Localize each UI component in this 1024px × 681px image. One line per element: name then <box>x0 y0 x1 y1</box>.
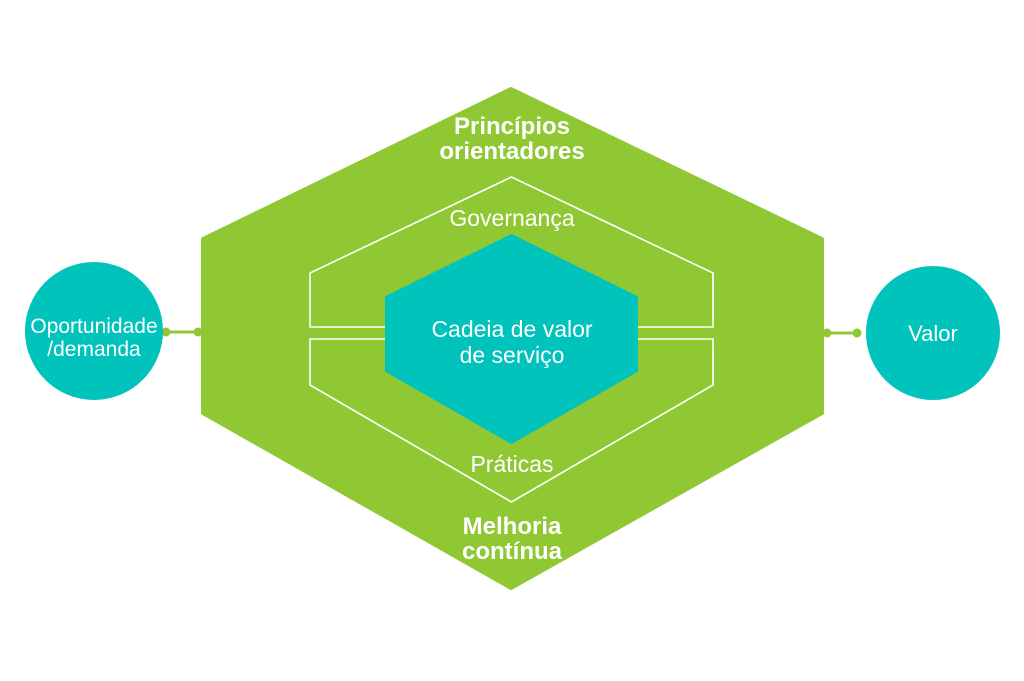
value-circle <box>866 266 1000 400</box>
service-value-chain-hexagon <box>385 234 638 444</box>
left-connector-dot-end <box>193 327 203 337</box>
left-connector <box>161 327 203 337</box>
left-connector-dot-start <box>161 327 171 337</box>
inner-hexagon-outline-bottom <box>309 338 714 503</box>
right-connector <box>822 328 862 338</box>
opportunity-demand-circle <box>25 262 163 400</box>
right-connector-dot-end <box>852 328 862 338</box>
right-connector-dot-start <box>822 328 832 338</box>
inner-hexagon-outline-top <box>309 176 714 328</box>
